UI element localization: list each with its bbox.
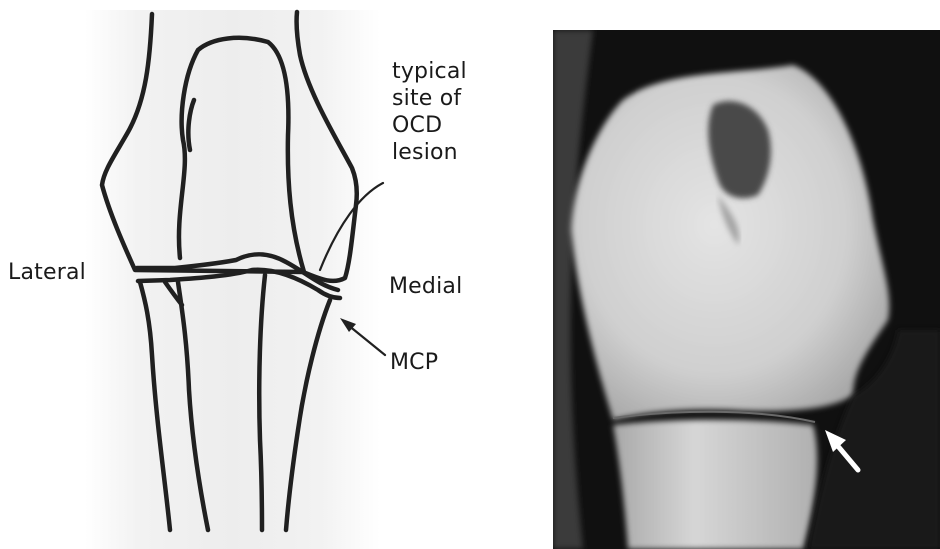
label-line: lesion	[392, 139, 467, 166]
forearm-shadow	[613, 420, 817, 549]
label-typical-site-of-ocd-lesion: typical site of OCD lesion	[392, 58, 467, 166]
label-mcp: MCP	[390, 349, 438, 376]
label-medial: Medial	[389, 273, 462, 300]
label-lateral: Lateral	[8, 259, 86, 286]
label-line: site of	[392, 85, 467, 112]
label-line: OCD	[392, 112, 467, 139]
xray-image	[553, 30, 940, 549]
label-line: typical	[392, 58, 467, 85]
